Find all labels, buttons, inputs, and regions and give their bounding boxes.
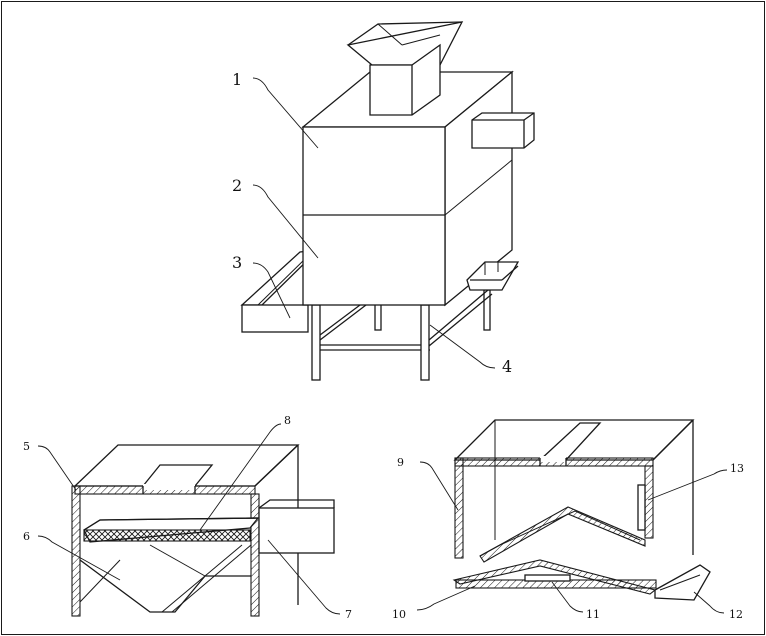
label-2: 2 xyxy=(232,176,242,195)
label-5: 5 xyxy=(23,440,30,453)
feed-hopper xyxy=(346,21,464,116)
label-1: 1 xyxy=(232,70,242,89)
label-9: 9 xyxy=(397,456,404,469)
label-13: 13 xyxy=(730,462,744,475)
label-7: 7 xyxy=(345,608,352,621)
sieve-section-figure: 5 6 7 8 xyxy=(23,414,352,621)
label-4: 4 xyxy=(502,357,512,376)
label-10: 10 xyxy=(392,608,406,621)
label-8: 8 xyxy=(284,414,291,427)
separation-section-figure: 9 10 11 12 13 xyxy=(392,419,744,621)
side-discharge-chute xyxy=(240,249,320,333)
label-6: 6 xyxy=(23,530,30,543)
label-11: 11 xyxy=(586,608,600,621)
label-12: 12 xyxy=(729,608,743,621)
label-3: 3 xyxy=(232,253,242,272)
assembled-machine-figure: 1 2 3 4 xyxy=(232,21,535,381)
right-outlet-chute xyxy=(466,261,520,291)
motor-box xyxy=(471,112,535,149)
